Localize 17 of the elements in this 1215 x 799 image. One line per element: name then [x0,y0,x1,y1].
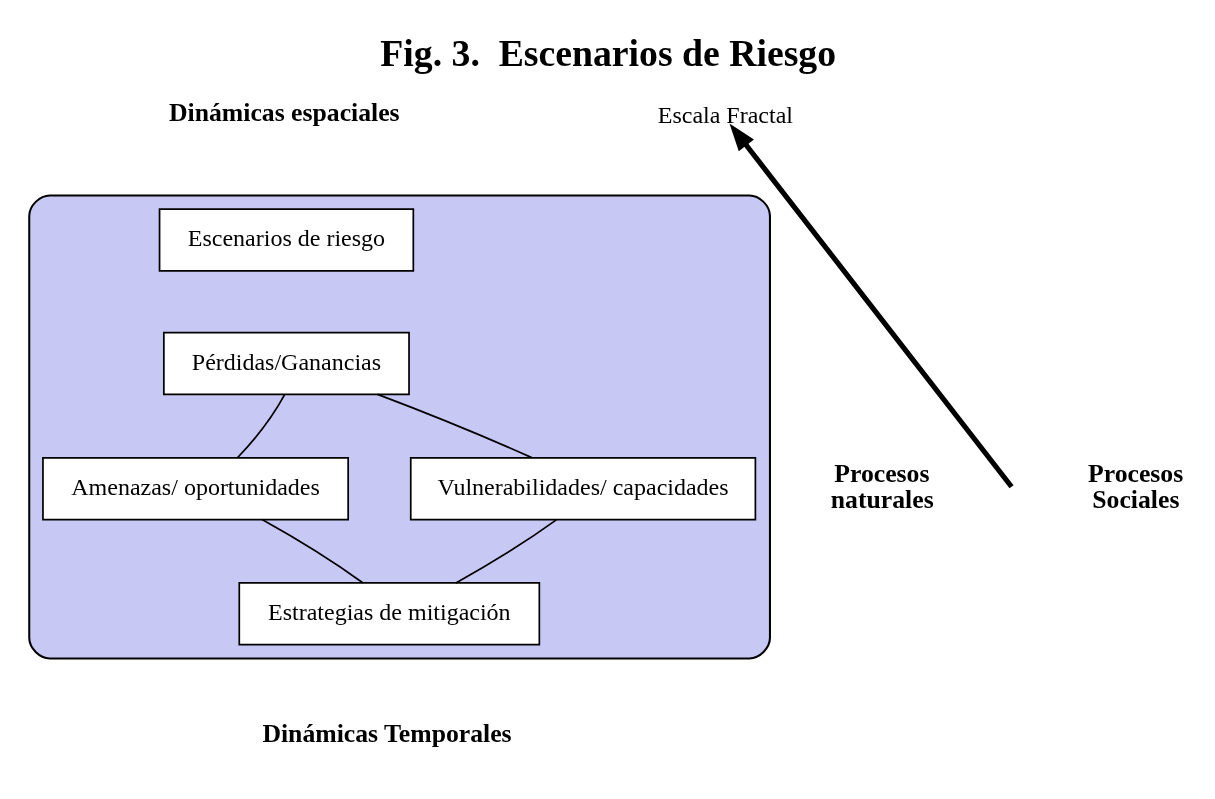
label: Procesos Sociales [1088,458,1184,514]
node-box: Escenarios de riesgo [158,208,415,272]
diagram-title: Fig. 3. Escenarios de Riesgo [380,32,837,75]
label: Dinámicas espaciales [168,97,400,127]
label: Dinámicas Temporales [262,718,512,748]
node-box: Vulnerabilidades/ capacidades [409,456,757,521]
label: Procesos naturales [830,458,934,514]
node-text: Escala Fractal [657,101,794,128]
node-box: Estrategias de mitigación [238,582,541,646]
connector [236,393,286,459]
connector [261,518,364,584]
node-box: Pérdidas/Ganancias [163,331,410,396]
connector [455,519,558,584]
cluster [28,194,771,660]
connector [376,393,533,459]
node-box: Amenazas/ oportunidades [42,456,349,521]
arrow [729,123,1014,489]
